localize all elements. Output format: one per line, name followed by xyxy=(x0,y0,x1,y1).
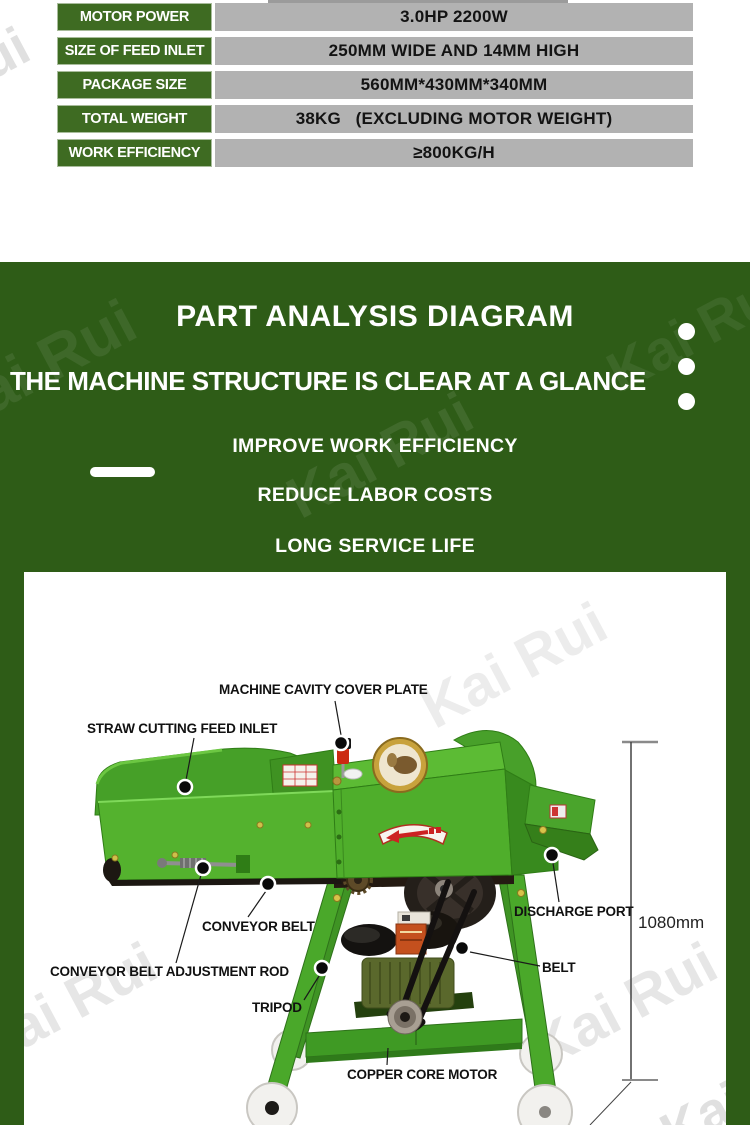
spec-value: 38KG (EXCLUDING MOTOR WEIGHT) xyxy=(215,105,693,133)
label-conveyor-belt: CONVEYOR BELT xyxy=(202,919,315,934)
spec-value: 250MM WIDE AND 14MM HIGH xyxy=(215,37,693,65)
label-tripod: TRIPOD xyxy=(252,1000,302,1015)
conveyor-belt-edge xyxy=(108,878,342,886)
spec-table: MOTOR POWER 3.0HP 2200W SIZE OF FEED INL… xyxy=(57,3,693,173)
conveyor-tray xyxy=(97,790,341,881)
banner-section: Kai Rui Kai Rui Kai Rui PART ANALYSIS DI… xyxy=(0,257,750,1125)
decor-dot xyxy=(678,323,695,340)
decor-dot xyxy=(678,358,695,375)
banner-subtitle: THE MACHINE STRUCTURE IS CLEAR AT A GLAN… xyxy=(10,366,646,396)
table-row: SIZE OF FEED INLET 250MM WIDE AND 14MM H… xyxy=(57,37,693,65)
decor-dot xyxy=(678,393,695,410)
label-discharge-port: DISCHARGE PORT xyxy=(514,904,634,919)
motor-pulley xyxy=(387,999,423,1035)
banner-title: PART ANALYSIS DIAGRAM xyxy=(176,300,574,333)
decor-dash xyxy=(90,467,155,477)
table-row: WORK EFFICIENCY ≥800KG/H xyxy=(57,139,693,167)
spec-value: ≥800KG/H xyxy=(215,139,693,167)
spec-sticker xyxy=(282,764,318,787)
callout-lines xyxy=(175,700,560,1066)
label-machine-cavity-cover-plate: MACHINE CAVITY COVER PLATE xyxy=(219,682,428,697)
feature-line: IMPROVE WORK EFFICIENCY xyxy=(232,435,518,457)
spec-label: WORK EFFICIENCY xyxy=(57,139,215,167)
table-row: TOTAL WEIGHT 38KG (EXCLUDING MOTOR WEIGH… xyxy=(57,105,693,133)
machine-diagram xyxy=(94,700,658,1125)
tripod-leg xyxy=(505,874,562,1125)
discharge-chute xyxy=(524,784,599,861)
spec-value: 560MM*430MM*340MM xyxy=(215,71,693,99)
table-row: MOTOR POWER 3.0HP 2200W xyxy=(57,3,693,31)
feature-line: REDUCE LABOR COSTS xyxy=(257,484,493,506)
label-belt: BELT xyxy=(542,960,576,975)
diagram-panel: Kai Rui Kai Rui Kai Rui Kai Rui xyxy=(24,572,726,1125)
label-straw-cutting-feed-inlet: STRAW CUTTING FEED INLET xyxy=(87,721,278,736)
brand-emblem xyxy=(372,737,428,793)
spec-label: SIZE OF FEED INLET xyxy=(57,37,215,65)
copper-core-motor xyxy=(341,911,459,1009)
feature-line: LONG SERVICE LIFE xyxy=(275,535,475,557)
table-top-edge-artifact xyxy=(268,0,568,3)
cross-beam-front xyxy=(306,1043,522,1063)
spec-label: MOTOR POWER xyxy=(57,3,215,31)
spec-label: TOTAL WEIGHT xyxy=(57,105,215,133)
label-copper-core-motor: COPPER CORE MOTOR xyxy=(347,1067,498,1082)
wheel xyxy=(246,1082,573,1125)
dimension-label: 1080mm xyxy=(638,913,705,932)
arrow-decal xyxy=(378,824,448,846)
spec-value: 3.0HP 2200W xyxy=(215,3,693,31)
dimension-line xyxy=(589,740,658,1125)
spec-label: PACKAGE SIZE xyxy=(57,71,215,99)
callout-dots xyxy=(176,734,561,977)
watermark: Kai Rui xyxy=(0,15,40,156)
table-row: PACKAGE SIZE 560MM*430MM*340MM xyxy=(57,71,693,99)
label-conveyor-belt-adjustment-rod: CONVEYOR BELT ADJUSTMENT ROD xyxy=(50,964,289,979)
